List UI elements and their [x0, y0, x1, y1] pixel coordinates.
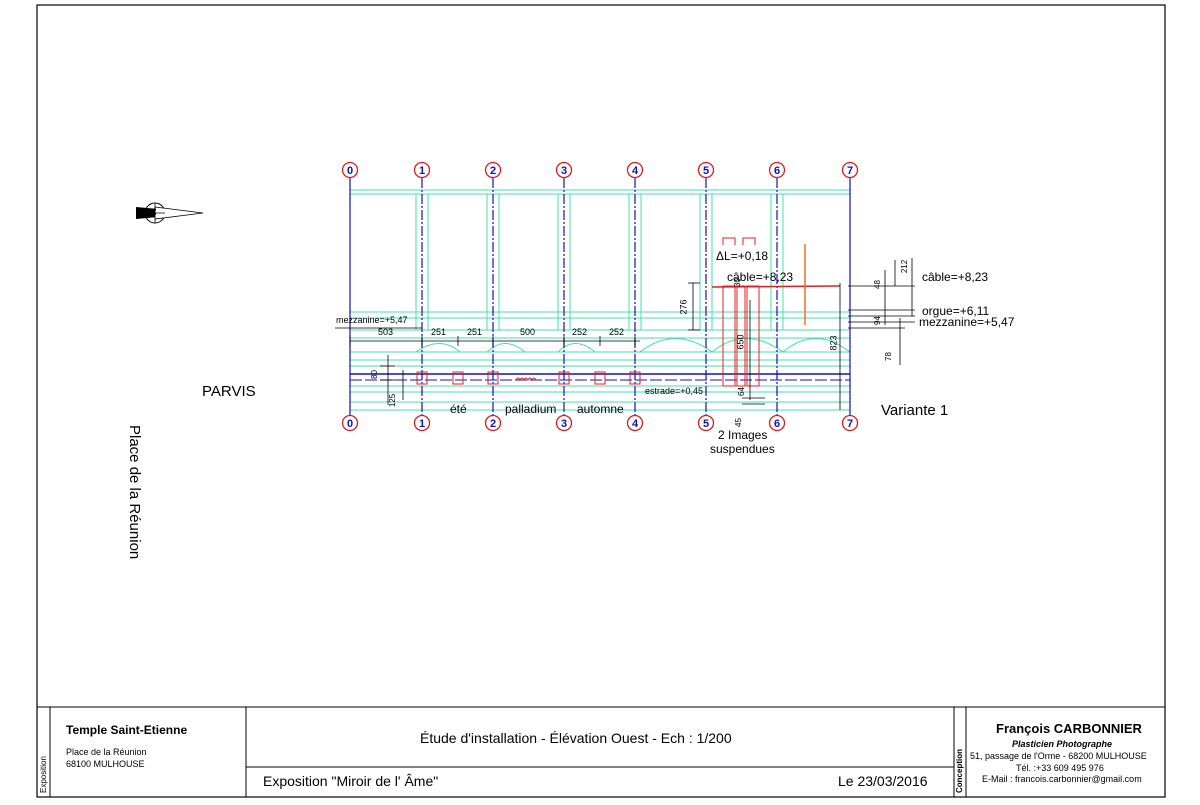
title-block-frame [37, 706, 1165, 797]
axis-bubble-7-bottom: 7 [841, 414, 859, 432]
drawing-date: Le 23/03/2016 [838, 773, 928, 789]
axis-number: 1 [419, 418, 425, 430]
dim-label: 252 [609, 327, 625, 337]
designer-phone: Tél. :+33 609 495 976 [1016, 763, 1104, 773]
dim-45: 45 [733, 418, 743, 427]
axis-number: 6 [774, 165, 780, 177]
sheet-border [36, 4, 1166, 798]
axis-bubble-4-bottom: 4 [626, 414, 644, 432]
venue-address-1: Place de la Réunion [66, 747, 147, 757]
axis-bubble-0-top: 0 [341, 161, 359, 179]
elevation-structure [349, 189, 851, 411]
axis-bubble-6-bottom: 6 [768, 414, 786, 432]
axis-bubble-5-top: 5 [697, 161, 715, 179]
study-title: Étude d'installation - Élévation Ouest -… [420, 730, 732, 746]
axis-number: 2 [490, 165, 496, 177]
dim-650: 650 [735, 334, 746, 350]
axis-number: 3 [561, 165, 567, 177]
axis-number: 7 [847, 418, 853, 430]
dim-label: 252 [572, 327, 588, 337]
dim-label: 503 [378, 327, 394, 337]
designer-email: E-Mail : francois.carbonnier@gmail.com [982, 774, 1142, 784]
designer-address: 51, passage de l'Orme - 68200 MULHOUSE [970, 751, 1147, 761]
dimension-lines [335, 258, 915, 410]
bay-label-palladium: palladium [505, 402, 557, 416]
axis-number: 5 [703, 418, 709, 430]
red-elements [416, 237, 841, 387]
axis-number: 0 [347, 165, 353, 177]
bay-label-automne: automne [577, 402, 624, 416]
axis-number: 6 [774, 418, 780, 430]
images-note-line2: suspendues [710, 442, 775, 456]
axis-number: 2 [490, 418, 496, 430]
axis-number: 0 [347, 418, 353, 430]
level-mezzanine-right: mezzanine=+5,47 [919, 315, 1015, 329]
axis-bubble-1-top: 1 [413, 161, 431, 179]
exhibition-title: Exposition "Miroir de l' Âme" [263, 773, 439, 789]
axis-bubble-7-top: 7 [841, 161, 859, 179]
axis-number: 5 [703, 165, 709, 177]
venue-address-2: 68100 MULHOUSE [66, 759, 145, 769]
images-note-line1: 2 Images [718, 428, 768, 442]
axis-lines [349, 178, 851, 418]
dim-48: 48 [872, 280, 882, 289]
dim-30: 30 [732, 278, 742, 287]
level-mezzanine-left: mezzanine=+5,47 [336, 315, 408, 325]
place-label: Place de la Réunion [126, 425, 143, 560]
dim-64: 64 [736, 387, 746, 396]
axis-bubble-4-top: 4 [626, 161, 644, 179]
axis-number: 1 [419, 165, 425, 177]
axis-number: 4 [632, 165, 639, 177]
venue-name: Temple Saint-Etienne [66, 723, 188, 737]
dim-80: 80 [369, 370, 379, 379]
axis-number: 7 [847, 165, 853, 177]
axis-bubble-0-bottom: 0 [341, 414, 359, 432]
designer-name: François CARBONNIER [996, 721, 1142, 736]
axis-number: 4 [632, 418, 639, 430]
axis-bubble-2-bottom: 2 [484, 414, 502, 432]
axis-bubble-5-bottom: 5 [697, 414, 715, 432]
north-arrow-icon [136, 202, 204, 224]
north-letter: N [148, 207, 160, 216]
side-label-conception: Conception [955, 749, 964, 793]
variant-label: Variante 1 [881, 402, 949, 419]
parvis-label: PARVIS [202, 383, 256, 400]
dim-label: 251 [431, 327, 447, 337]
dim-823: 823 [828, 335, 839, 351]
level-cable-right: câble=+8,23 [922, 270, 989, 284]
dim-212: 212 [900, 259, 910, 274]
level-cable-mid: câble=+8,23 [727, 270, 794, 284]
level-estrade: estrade=+0,45 [645, 386, 704, 396]
level-delta-l: ΔL=+0,18 [716, 249, 769, 263]
dim-125: 125 [388, 393, 398, 408]
axis-bubble-2-top: 2 [484, 161, 502, 179]
bay-label-ete: été [450, 402, 467, 416]
axis-bubble-3-top: 3 [555, 161, 573, 179]
dim-label: 251 [467, 327, 483, 337]
dim-276: 276 [678, 299, 689, 315]
dim-78: 78 [883, 352, 893, 361]
axis-bubble-1-bottom: 1 [413, 414, 431, 432]
designer-role: Plasticien Photographe [1012, 739, 1113, 749]
axis-number: 3 [561, 418, 567, 430]
side-label-exposition: Exposition [39, 756, 48, 793]
axis-bubble-6-top: 6 [768, 161, 786, 179]
axis-bubble-3-bottom: 3 [555, 414, 573, 432]
dim-94: 94 [872, 316, 882, 325]
level-orgue: orgue=+6,11 [922, 304, 990, 318]
dim-label: 500 [520, 327, 536, 337]
